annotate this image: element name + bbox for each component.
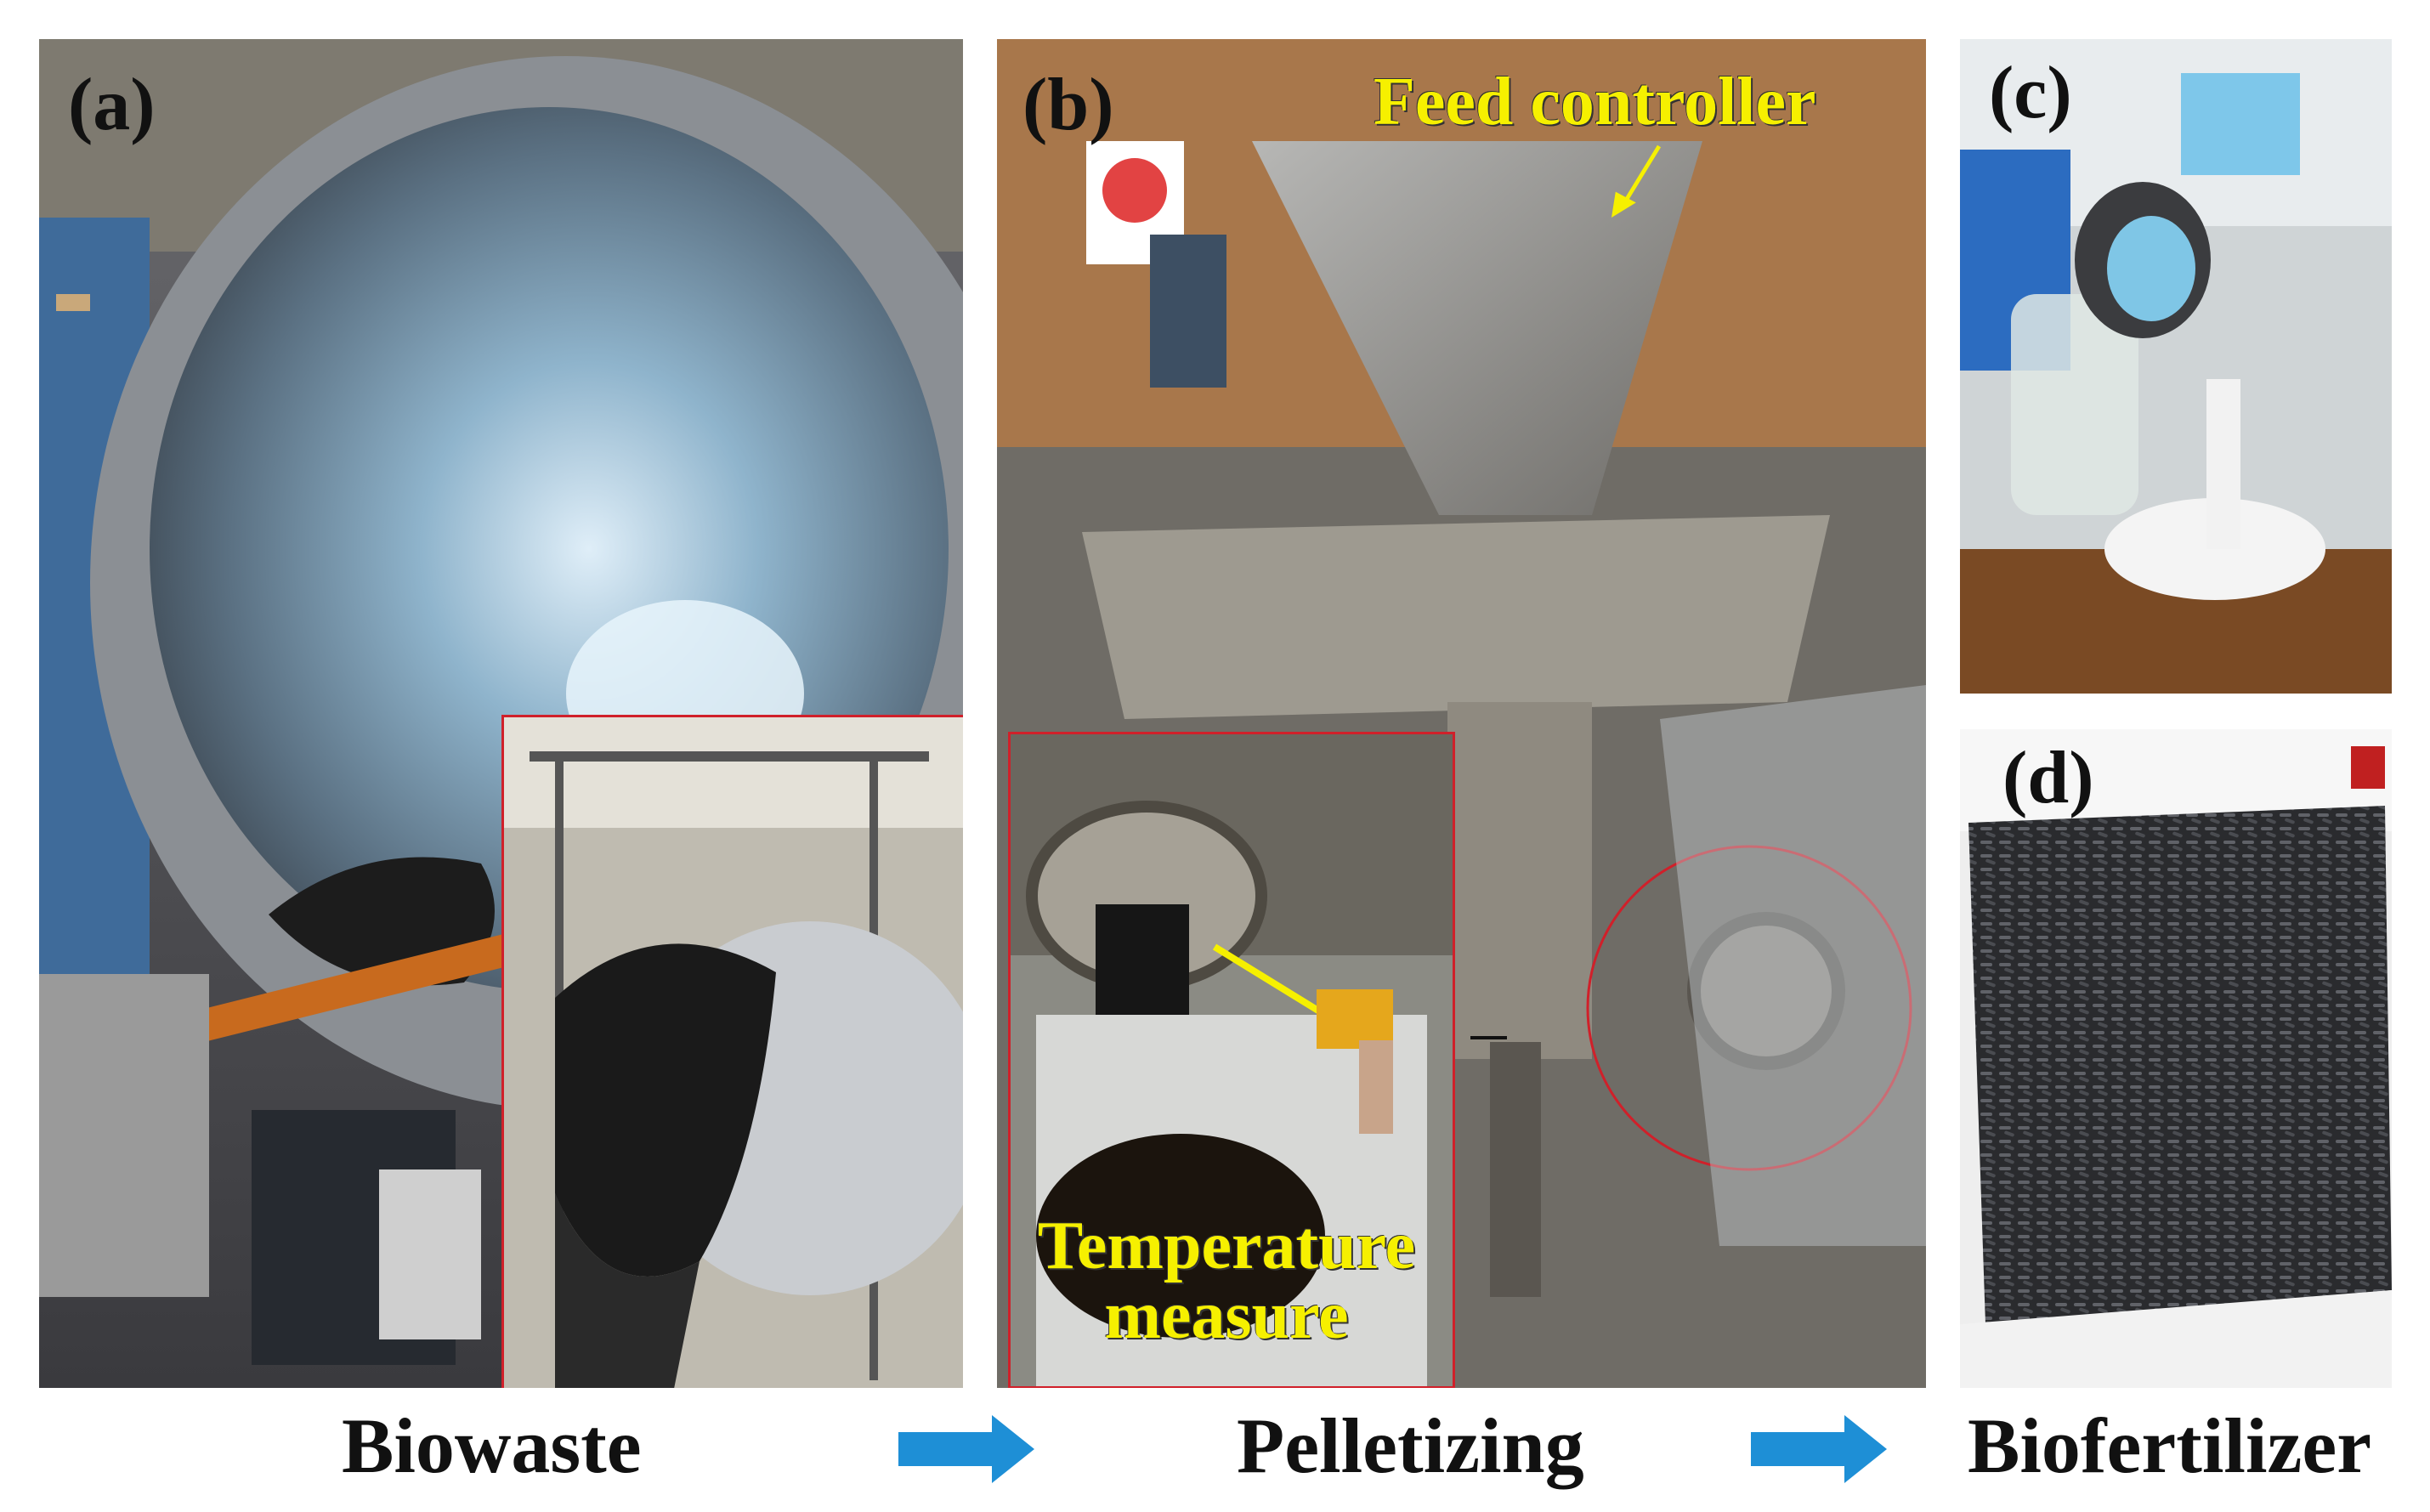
temperature-measure-line-2: measure	[1104, 1277, 1349, 1353]
panel-label-b: (b)	[1022, 64, 1114, 146]
panel-c-photo: (c)	[1960, 39, 2392, 694]
coating-mixer-photo	[1960, 39, 2392, 694]
right-arrow-icon	[1751, 1415, 1887, 1483]
feed-controller-label: Feed controller	[1374, 65, 1816, 139]
bag-lining-inset	[501, 715, 963, 1388]
feed-controller-pointer-icon	[1612, 144, 1662, 218]
temperature-measure-line-1: Temperature	[1037, 1209, 1416, 1283]
caption-pelletizing: Pelletizing	[1237, 1402, 1584, 1489]
panel-label-c: (c)	[1989, 52, 2072, 134]
panel-d-photo: (d)	[1960, 729, 2392, 1388]
biofertilizer-pellets-photo	[1960, 729, 2392, 1388]
panel-b-photo: (b) Feed controller Temperature measure	[997, 39, 1926, 1388]
bag-lined-pan-photo	[504, 717, 963, 1388]
caption-biofertilizer: Biofertilizer	[1968, 1402, 2372, 1489]
panel-label-d: (d)	[2002, 737, 2094, 819]
temperature-measure-label: Temperature measure	[1005, 1209, 1447, 1353]
temperature-inset	[1008, 732, 1455, 1388]
panel-a-photo: (a)	[39, 39, 963, 1388]
right-arrow-icon	[898, 1415, 1034, 1483]
extrusion-closeup-photo	[1011, 734, 1453, 1386]
caption-biowaste: Biowaste	[342, 1402, 642, 1489]
panel-label-a: (a)	[68, 64, 156, 146]
